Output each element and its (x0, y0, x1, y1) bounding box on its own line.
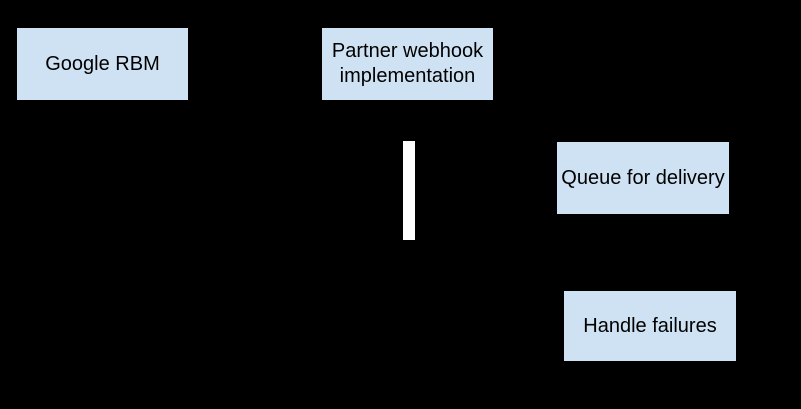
node-google-rbm: Google RBM (17, 28, 188, 100)
node-partner-webhook-implementation: Partner webhook implementation (322, 28, 493, 100)
node-queue-for-delivery: Queue for delivery (557, 142, 729, 214)
activation-bar (403, 141, 415, 240)
node-handle-failures: Handle failures (564, 291, 736, 361)
